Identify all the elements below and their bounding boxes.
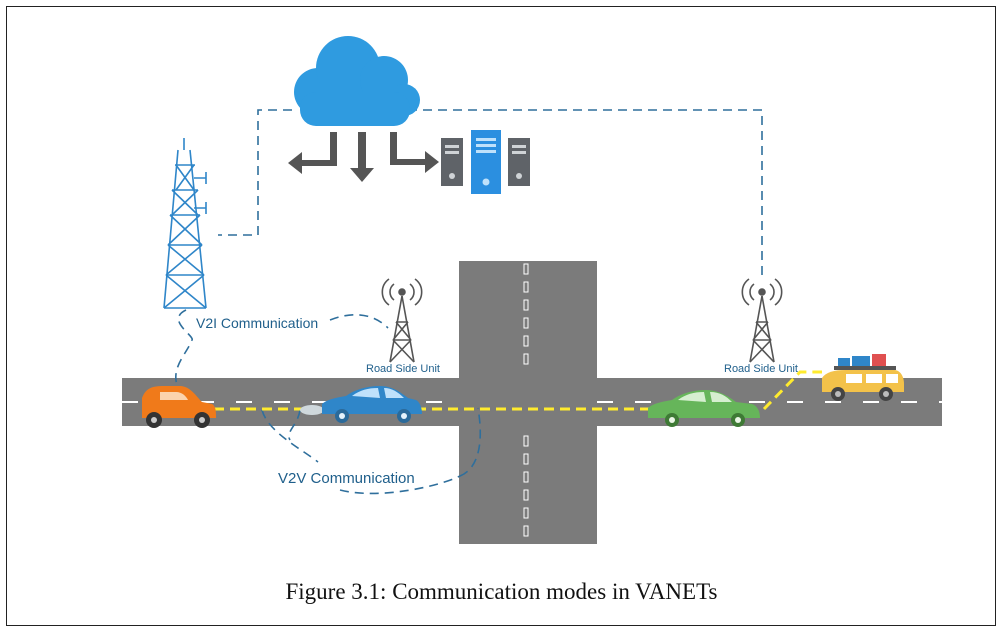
figure-caption: Figure 3.1: Communication modes in VANET…	[285, 579, 718, 604]
rsu-left-label: Road Side Unit	[366, 363, 440, 375]
cell-tower-icon	[163, 138, 207, 309]
cloud-icon	[294, 36, 420, 126]
arrow-down-icon	[350, 132, 374, 182]
cloud-to-tower-link	[218, 109, 292, 236]
road-network	[122, 261, 942, 544]
rsu-right-label: Road Side Unit	[724, 363, 798, 375]
server-icon	[441, 130, 530, 194]
v2i-label: V2I Communication	[196, 315, 318, 331]
cloud-to-rsu-link	[393, 109, 763, 278]
cloud-arrows	[288, 132, 439, 182]
v2v-label: V2V Communication	[278, 470, 415, 487]
car-icon	[322, 386, 422, 423]
exhaust-puff	[300, 405, 324, 415]
arrow-left-icon	[288, 132, 337, 174]
arrow-right-icon	[390, 132, 439, 173]
rsu-antenna-icon	[381, 278, 423, 363]
suv-icon	[822, 354, 904, 401]
car-icon	[648, 390, 760, 427]
vertical-lane-markings	[523, 263, 529, 537]
v2v-links	[261, 407, 482, 495]
v2i-links	[175, 309, 389, 389]
backhaul-links	[218, 109, 763, 278]
rsu-antenna-icon	[741, 278, 783, 363]
car-icon	[142, 386, 216, 428]
